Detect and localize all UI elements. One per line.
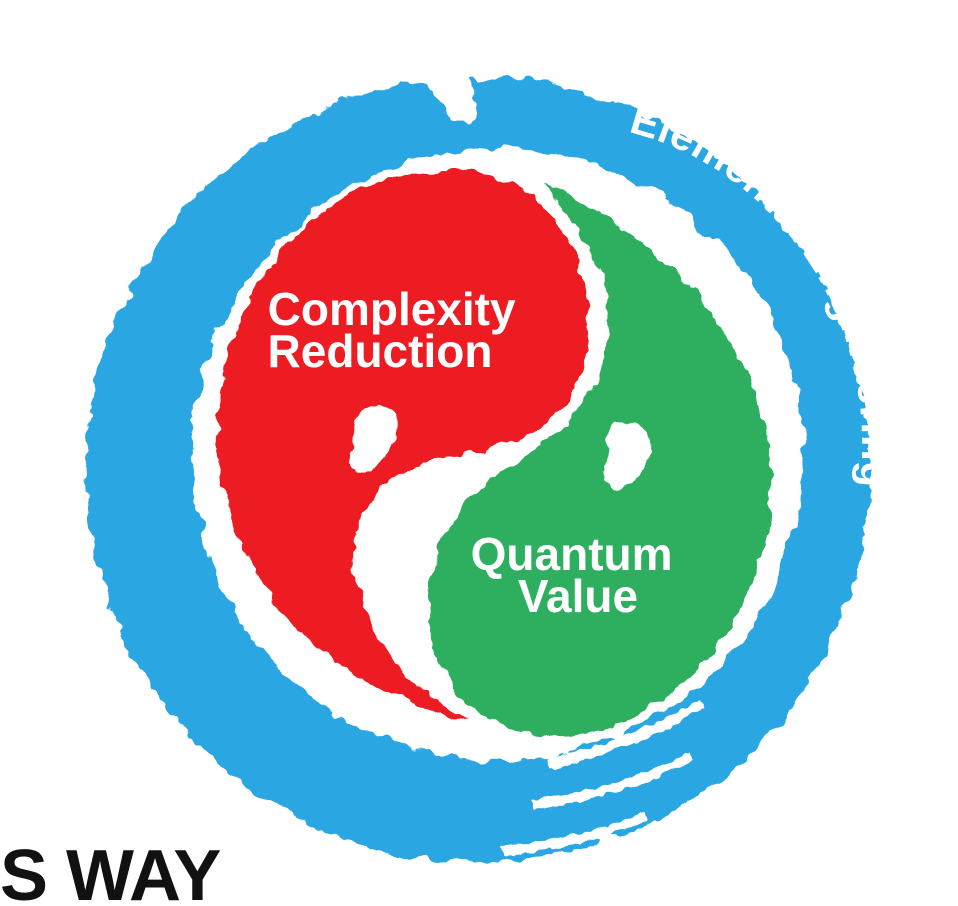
complexity-label-line2: Reduction	[268, 325, 493, 377]
red-swirl	[217, 169, 589, 720]
brush-streaks	[200, 44, 704, 879]
bottom-caption: S WAY	[0, 836, 221, 906]
white-splashes	[349, 404, 651, 490]
green-swirl	[430, 185, 771, 737]
quantum-label-line2: Value	[518, 570, 638, 622]
quantum-label-line1: Quantum	[471, 528, 673, 580]
complexity-label-line1: Complexity	[268, 283, 516, 335]
complexity-reduction-label: Complexity Reduction	[268, 283, 529, 377]
quantum-value-label: Quantum Value	[471, 528, 686, 622]
